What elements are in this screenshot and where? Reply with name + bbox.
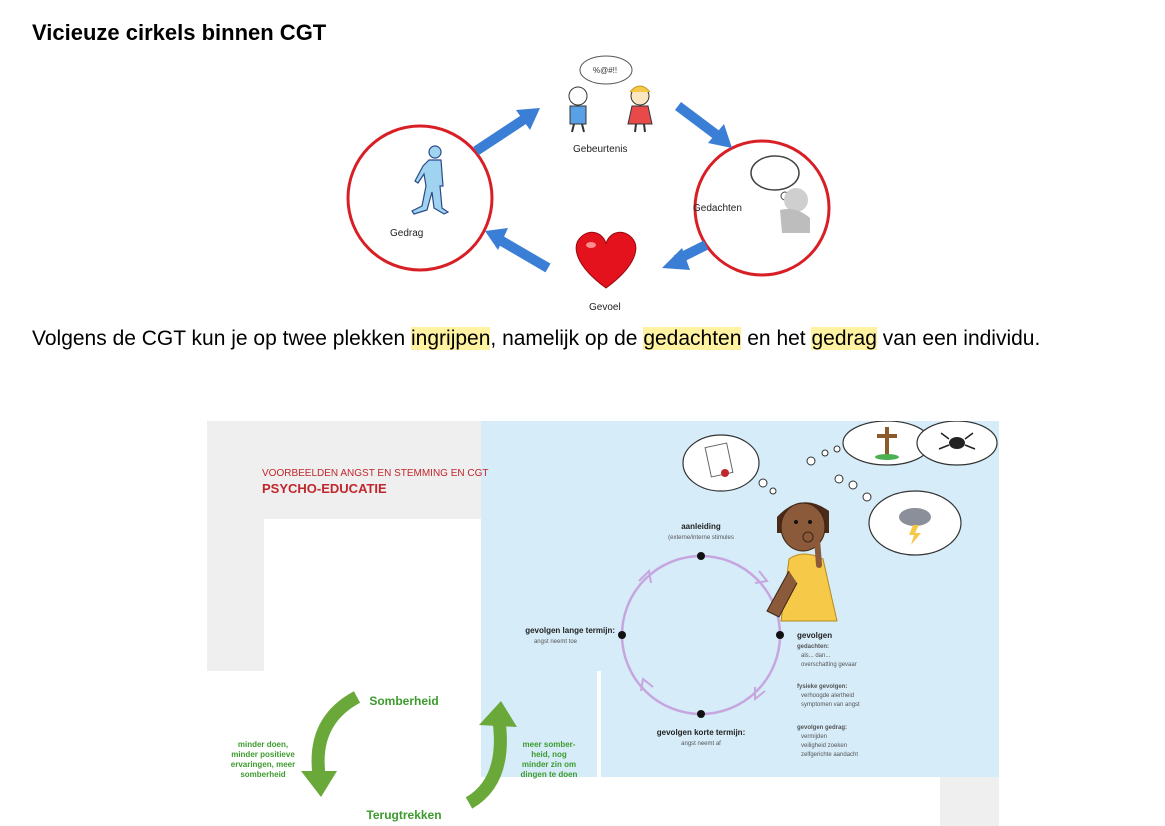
behavior-label: Gedrag	[390, 228, 423, 239]
feeling-label: Gevoel	[589, 302, 621, 313]
highlight-ingrijpen: ingrijpen	[411, 327, 491, 350]
arrow-behavior-to-event	[473, 108, 540, 156]
thoughts-title: gedachten:	[797, 644, 829, 650]
cycle-right-title: gevolgen	[797, 631, 832, 640]
depression-left-line-4: somberheid	[240, 770, 285, 779]
thinking-figure-icon	[750, 155, 810, 233]
behavior-item-3: zelfgerichte aandacht	[801, 752, 858, 758]
thought-bubble-document-icon	[682, 434, 760, 492]
arrow-event-to-thoughts	[675, 102, 732, 148]
depression-cycle	[301, 691, 517, 809]
cycle-left-sub: angst neemt toe	[534, 639, 578, 645]
psycho-education-slide: VOORBEELDEN ANGST EN STEMMING EN CGT PSY…	[207, 421, 999, 826]
physical-title: fysieke gevolgen:	[797, 684, 847, 690]
cycle-left-title: gevolgen lange termijn:	[525, 626, 615, 635]
worried-woman-icon	[766, 502, 838, 622]
slide-subtitle: VOORBEELDEN ANGST EN STEMMING EN CGT	[262, 468, 489, 479]
depression-right-line-1: meer somber-	[523, 740, 576, 749]
thoughts-item-2: overschatting gevaar	[801, 662, 857, 668]
depression-bottom-label: Terugtrekken	[366, 808, 441, 822]
thought-bubble-spider-icon	[916, 421, 998, 466]
depression-right-line-3: minder zin om	[522, 760, 576, 769]
thoughts-label: Gedachten	[693, 203, 742, 214]
thought-bubble-storm-icon	[868, 490, 962, 556]
arrow-thoughts-to-feeling	[662, 240, 709, 270]
arrow-feeling-to-behavior	[485, 228, 551, 273]
paragraph-text-1: Volgens de CGT kun je op twee plekken	[32, 327, 412, 350]
heart-icon	[575, 231, 637, 289]
depression-left-line-3: ervaringen, meer	[231, 760, 295, 769]
behavior-item-1: vermijden	[801, 734, 827, 740]
thoughts-circle	[693, 139, 831, 277]
paragraph-text-3: en het	[741, 327, 812, 350]
thoughts-item-1: als... dan...	[801, 653, 831, 659]
behavior-item-2: veiligheid zoeken	[801, 743, 847, 749]
cycle-bottom-sub: angst neemt af	[681, 741, 721, 747]
behavior-title: gevolgen gedrag:	[797, 725, 847, 731]
physical-item-1: verhoogde alertheid	[801, 693, 854, 699]
document-heading: Vicieuze cirkels binnen CGT	[32, 20, 327, 45]
event-label: Gebeurtenis	[573, 144, 627, 155]
cycle-bottom-title: gevolgen korte termijn:	[657, 728, 745, 737]
walking-person-icon	[411, 145, 450, 215]
behavior-circle	[346, 124, 494, 272]
depression-left-line-1: minder doen,	[238, 740, 288, 749]
depression-top-label: Somberheid	[369, 694, 438, 708]
slide-title: PSYCHO-EDUCATIE	[262, 481, 387, 496]
depression-left-line-2: minder positieve	[231, 750, 295, 759]
cycle-top-sub: (externe/interne stimules	[668, 535, 734, 541]
cbt-cycle-diagram: Gedrag %@#!! Gebeurtenis Gedachten Gevoe…	[346, 55, 831, 313]
consequences-list: gevolgen gedachten: als... dan... oversc…	[797, 631, 860, 758]
highlight-gedachten: gedachten	[643, 327, 742, 350]
depression-right-line-2: heid, nog	[531, 750, 567, 759]
explanation-paragraph: Volgens de CGT kun je op twee plekken in…	[32, 324, 1142, 354]
arguing-children-icon: %@#!!	[568, 55, 653, 133]
speech-bubble-text: %@#!!	[593, 66, 617, 75]
highlight-gedrag: gedrag	[811, 327, 877, 350]
depression-right-text: meer somber- heid, nog minder zin om din…	[521, 740, 578, 779]
paragraph-text-2: , namelijk op de	[490, 327, 644, 350]
depression-left-text: minder doen, minder positieve ervaringen…	[231, 740, 296, 779]
anxiety-cycle	[618, 552, 784, 718]
cycle-top-title: aanleiding	[681, 522, 721, 531]
thought-bubble-dots	[758, 445, 872, 502]
paragraph-text-4: van een individu.	[876, 327, 1041, 350]
depression-right-line-4: dingen te doen	[521, 770, 578, 779]
physical-item-2: symptomen van angst	[801, 702, 860, 708]
